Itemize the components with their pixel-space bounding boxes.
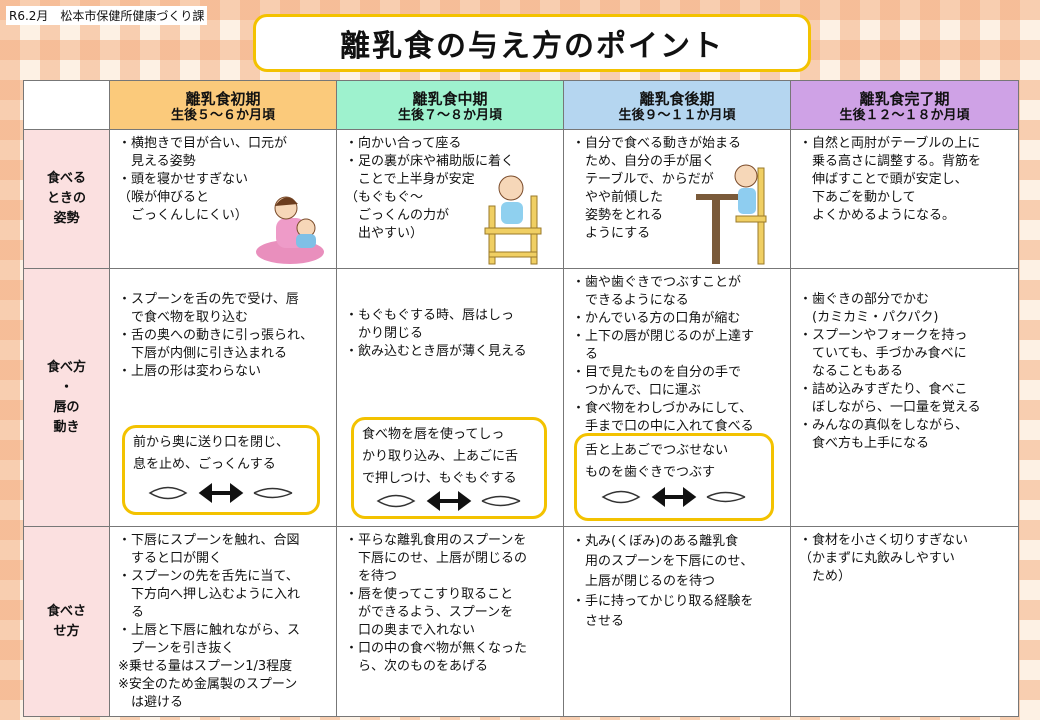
cell-text: ・歯ぐきの部分でかむ (カミカミ・パクパク) ・スプーンやフォークを持っ ていて… [799,292,981,451]
row-label-feeding: 食べさ せ方 [23,526,110,717]
cell-text: ・下唇にスプーンを触れ、合図 すると口が開く ・スプーンの先を舌先に当て、 下方… [118,533,301,710]
feeding-late-cell: ・丸み(くぼみ)のある離乳食 用のスプーンを下唇にのせ、 上唇が閉じるのを待つ … [563,526,791,717]
posture-late-cell: ・自分で食べる動きが始まる ため、自分の手が届く テーブルで、からだが やや前傾… [563,129,791,269]
eating-early-cell: ・スプーンを舌の先で受け、唇 で食べ物を取り込む ・舌の奥への動きに引っ張られ、… [109,268,337,527]
stage-age: 生後７～８か月頃 [397,107,502,123]
cell-text: ・向かい合って座る ・足の裏が床や補助版に着く ことで上半身が安定 （もぐもぐ～… [345,136,515,241]
corner-cell [23,80,110,130]
lips-open-icon [376,494,416,508]
stage-header-late: 離乳食後期 生後９～１１か月頃 [563,80,791,130]
callout-middle: 食べ物を唇を使ってしっ かり取り込み、上あごに舌 で押しつけ、もぐもぐする [351,417,547,519]
stage-name: 離乳食後期 [639,89,715,108]
posture-complete-cell: ・自然と両肘がテーブルの上に 乗る高さに調整する。背筋を 伸ばすことで頭が安定し… [790,129,1019,269]
cell-text: ・横抱きで目が合い、口元が 見える姿勢 ・頭を寝かせすぎない （喉が伸びると ご… [118,136,288,223]
row-label-text: 食べる ときの 姿勢 [46,171,86,226]
row-label-posture: 食べる ときの 姿勢 [23,129,110,269]
lips-transition [376,491,521,511]
stage-name: 離乳食中期 [412,89,488,108]
stage-name: 離乳食初期 [185,89,261,108]
double-arrow-icon [426,491,472,511]
cell-text: ・自分で食べる動きが始まる ため、自分の手が届く テーブルで、からだが やや前傾… [572,136,742,241]
lips-open-icon [601,490,641,504]
stage-header-complete: 離乳食完了期 生後１２～１８か月頃 [790,80,1019,130]
eating-complete-cell: ・歯ぐきの部分でかむ (カミカミ・パクパク) ・スプーンやフォークを持っ ていて… [790,268,1019,527]
feeding-middle-cell: ・平らな離乳食用のスプーンを 下唇にのせ、上唇が閉じるの を待つ ・唇を使ってこ… [336,526,564,717]
stage-age: 生後１２～１８か月頃 [839,107,970,123]
feeding-table: 離乳食初期 生後５～６か月頃 離乳食中期 生後７～８か月頃 離乳食後期 生後９～… [23,80,1019,717]
cell-text: ・平らな離乳食用のスプーンを 下唇にのせ、上唇が閉じるの を待つ ・唇を使ってこ… [345,533,528,674]
lips-closed-icon [253,487,293,499]
stage-age: 生後５～６か月頃 [170,107,275,123]
lips-closed-icon [706,491,746,503]
stage-header-middle: 離乳食中期 生後７～８か月頃 [336,80,564,130]
posture-row: 食べる ときの 姿勢 ・横抱きで目が合い、口元が 見える姿勢 ・頭を寝かせすぎな… [23,129,1019,269]
cell-text: ・自然と両肘がテーブルの上に 乗る高さに調整する。背筋を 伸ばすことで頭が安定し… [799,136,982,223]
stage-header-early: 離乳食初期 生後５～６か月頃 [109,80,337,130]
stage-age: 生後９～１１か月頃 [618,107,736,123]
posture-middle-cell: ・向かい合って座る ・足の裏が床や補助版に着く ことで上半身が安定 （もぐもぐ～… [336,129,564,269]
baby-in-high-chair-illustration [484,175,542,265]
lips-closed-icon [481,495,521,507]
row-label-eating: 食べ方 ・ 唇の 動き [23,268,110,527]
lips-transition [601,487,746,507]
double-arrow-icon [198,483,244,503]
lips-transition [148,483,293,503]
lips-diagram [133,482,309,504]
lips-open-icon [148,486,188,500]
eating-middle-cell: ・もぐもぐする時、唇はしっ かり閉じる ・飲み込むとき唇が薄く見える 食べ物を唇… [336,268,564,527]
mother-holding-baby-illustration [256,196,324,264]
cell-text: ・食材を小さく切りすぎない （かまずに丸飲みしやすい ため） [799,533,969,584]
feeding-early-cell: ・下唇にスプーンを触れ、合図 すると口が開く ・スプーンの先を舌先に当て、 下方… [109,526,337,717]
feeding-complete-cell: ・食材を小さく切りすぎない （かまずに丸飲みしやすい ため） [790,526,1019,717]
cell-text: ・もぐもぐする時、唇はしっ かり閉じる ・飲み込むとき唇が薄く見える [345,308,527,359]
page-title: 離乳食の与え方のポイント [253,14,811,72]
callout-text: 食べ物を唇を使ってしっ かり取り込み、上あごに舌 で押しつけ、もぐもぐする [362,427,519,486]
lips-diagram [585,486,763,508]
row-label-text: 食べさ せ方 [46,603,86,639]
callout-late: 舌と上あごでつぶせない ものを歯ぐきでつぶす [574,433,774,521]
callout-text: 前から奥に送り口を閉じ、 息を止め、ごっくんする [133,435,290,472]
double-arrow-icon [651,487,697,507]
callout-early: 前から奥に送り口を閉じ、 息を止め、ごっくんする [122,425,320,515]
feeding-method-row: 食べさ せ方 ・下唇にスプーンを触れ、合図 すると口が開く ・スプーンの先を舌先… [23,526,1019,717]
header-note: R6.2月 松本市保健所健康づくり課 [6,6,208,25]
row-label-text: 食べ方 ・ 唇の 動き [46,359,86,435]
posture-early-cell: ・横抱きで目が合い、口元が 見える姿勢 ・頭を寝かせすぎない （喉が伸びると ご… [109,129,337,269]
callout-text: 舌と上あごでつぶせない ものを歯ぐきでつぶす [585,443,729,480]
eating-row: 食べ方 ・ 唇の 動き ・スプーンを舌の先で受け、唇 で食べ物を取り込む ・舌の… [23,268,1019,527]
cell-text: ・丸み(くぼみ)のある離乳食 用のスプーンを下唇にのせ、 上唇が閉じるのを待つ … [572,534,754,629]
page-title-text: 離乳食の与え方のポイント [340,29,724,64]
cell-text: ・スプーンを舌の先で受け、唇 で食べ物を取り込む ・舌の奥への動きに引っ張られ、… [118,292,314,379]
header-row: 離乳食初期 生後５～６か月頃 離乳食中期 生後７～８か月頃 離乳食後期 生後９～… [23,80,1019,130]
eating-late-cell: ・歯や歯ぐきでつぶすことが できるようになる ・かんでいる方の口角が縮む ・上下… [563,268,791,527]
cell-text: ・歯や歯ぐきでつぶすことが できるようになる ・かんでいる方の口角が縮む ・上下… [572,275,755,434]
stage-name: 離乳食完了期 [859,89,950,108]
lips-diagram [362,490,536,512]
child-at-table-illustration [696,164,767,265]
